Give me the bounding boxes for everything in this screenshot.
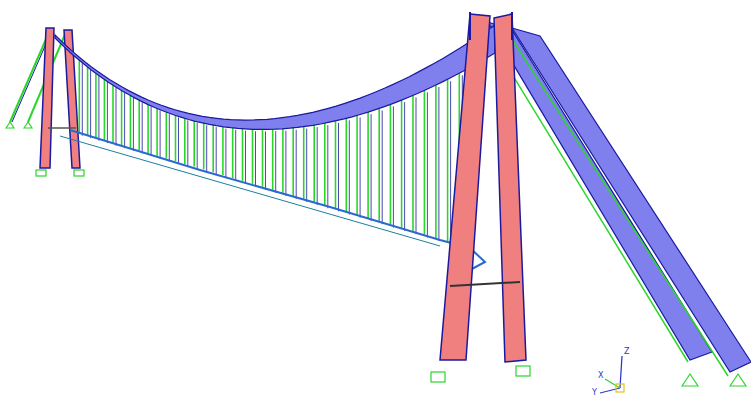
- hanger: [285, 131, 286, 196]
- hanger: [156, 109, 158, 156]
- hanger: [282, 129, 284, 193]
- hanger: [193, 121, 195, 167]
- hanger: [245, 131, 246, 184]
- hanger: [275, 131, 276, 193]
- hanger: [104, 80, 106, 141]
- hanger: [296, 130, 297, 199]
- hanger: [447, 79, 449, 241]
- hanger: [306, 129, 307, 202]
- axis-triad: [600, 356, 624, 393]
- hanger: [79, 60, 81, 132]
- hanger: [252, 129, 254, 184]
- hanger: [313, 125, 315, 202]
- cross-beam: [48, 127, 76, 129]
- hanger: [107, 82, 108, 144]
- hanger: [184, 118, 186, 163]
- hanger: [324, 123, 326, 205]
- hanger: [438, 87, 439, 241]
- hanger: [98, 75, 99, 140]
- hanger: [317, 127, 318, 205]
- tower-leg: [494, 14, 526, 362]
- hanger: [292, 128, 294, 196]
- hanger: [242, 129, 244, 181]
- hanger: [130, 96, 132, 148]
- hanger: [360, 117, 361, 217]
- hanger: [378, 108, 380, 221]
- hanger: [225, 129, 226, 178]
- hanger: [327, 125, 328, 208]
- tower-top: [511, 12, 513, 40]
- hanger: [424, 90, 426, 234]
- tower-top: [469, 12, 471, 40]
- hanger: [142, 102, 143, 153]
- hanger: [151, 107, 152, 156]
- backstay-band: [512, 28, 751, 372]
- cross-beam: [450, 282, 520, 286]
- hanger: [160, 111, 161, 159]
- hanger: [147, 105, 149, 153]
- hanger: [382, 110, 383, 224]
- hanger: [393, 106, 394, 227]
- hanger: [262, 129, 264, 186]
- axis-label: Y: [592, 388, 597, 397]
- tower-leg: [40, 28, 54, 168]
- hanger: [255, 131, 256, 187]
- hanger: [338, 123, 339, 211]
- deck-girder: [60, 136, 440, 246]
- hanger: [235, 130, 236, 181]
- deck-girder: [70, 130, 485, 270]
- main-cable: [55, 25, 495, 129]
- hanger: [197, 123, 198, 170]
- hanger: [87, 67, 89, 135]
- support-symbol: [6, 122, 746, 386]
- hanger: [356, 115, 358, 214]
- hanger: [121, 91, 123, 146]
- axis-label: X: [598, 371, 603, 380]
- hanger: [335, 121, 337, 208]
- hanger: [367, 112, 369, 218]
- hanger: [175, 115, 177, 161]
- hanger: [222, 127, 224, 175]
- hanger: [450, 81, 451, 244]
- hanger: [349, 120, 350, 214]
- hanger: [427, 92, 428, 237]
- hanger: [435, 85, 437, 238]
- hanger: [303, 127, 305, 199]
- hanger: [265, 131, 266, 189]
- hanger: [232, 128, 234, 178]
- hanger: [401, 100, 403, 228]
- hanger: [95, 73, 97, 137]
- hanger: [371, 114, 372, 221]
- hanger: [90, 69, 91, 138]
- hanger: [124, 93, 125, 149]
- hanger: [412, 95, 414, 231]
- hanger: [138, 100, 140, 150]
- hanger: [390, 104, 392, 224]
- hanger: [133, 98, 134, 151]
- backstay-cable: [510, 36, 728, 376]
- hanger: [169, 114, 170, 161]
- hanger: [206, 125, 207, 172]
- hanger: [404, 102, 405, 231]
- hanger: [166, 112, 168, 158]
- hanger: [112, 85, 114, 143]
- hanger: [116, 87, 117, 146]
- hanger: [82, 62, 83, 135]
- hanger: [216, 127, 217, 175]
- hanger: [178, 117, 179, 164]
- hanger: [212, 125, 214, 172]
- hanger: [272, 129, 274, 190]
- main-cable-group: [55, 25, 495, 129]
- hanger: [345, 118, 347, 211]
- hanger: [187, 120, 188, 166]
- hanger: [203, 123, 205, 169]
- tower-leg: [440, 14, 490, 360]
- hanger: [416, 97, 417, 234]
- axis-label: Z: [624, 347, 629, 356]
